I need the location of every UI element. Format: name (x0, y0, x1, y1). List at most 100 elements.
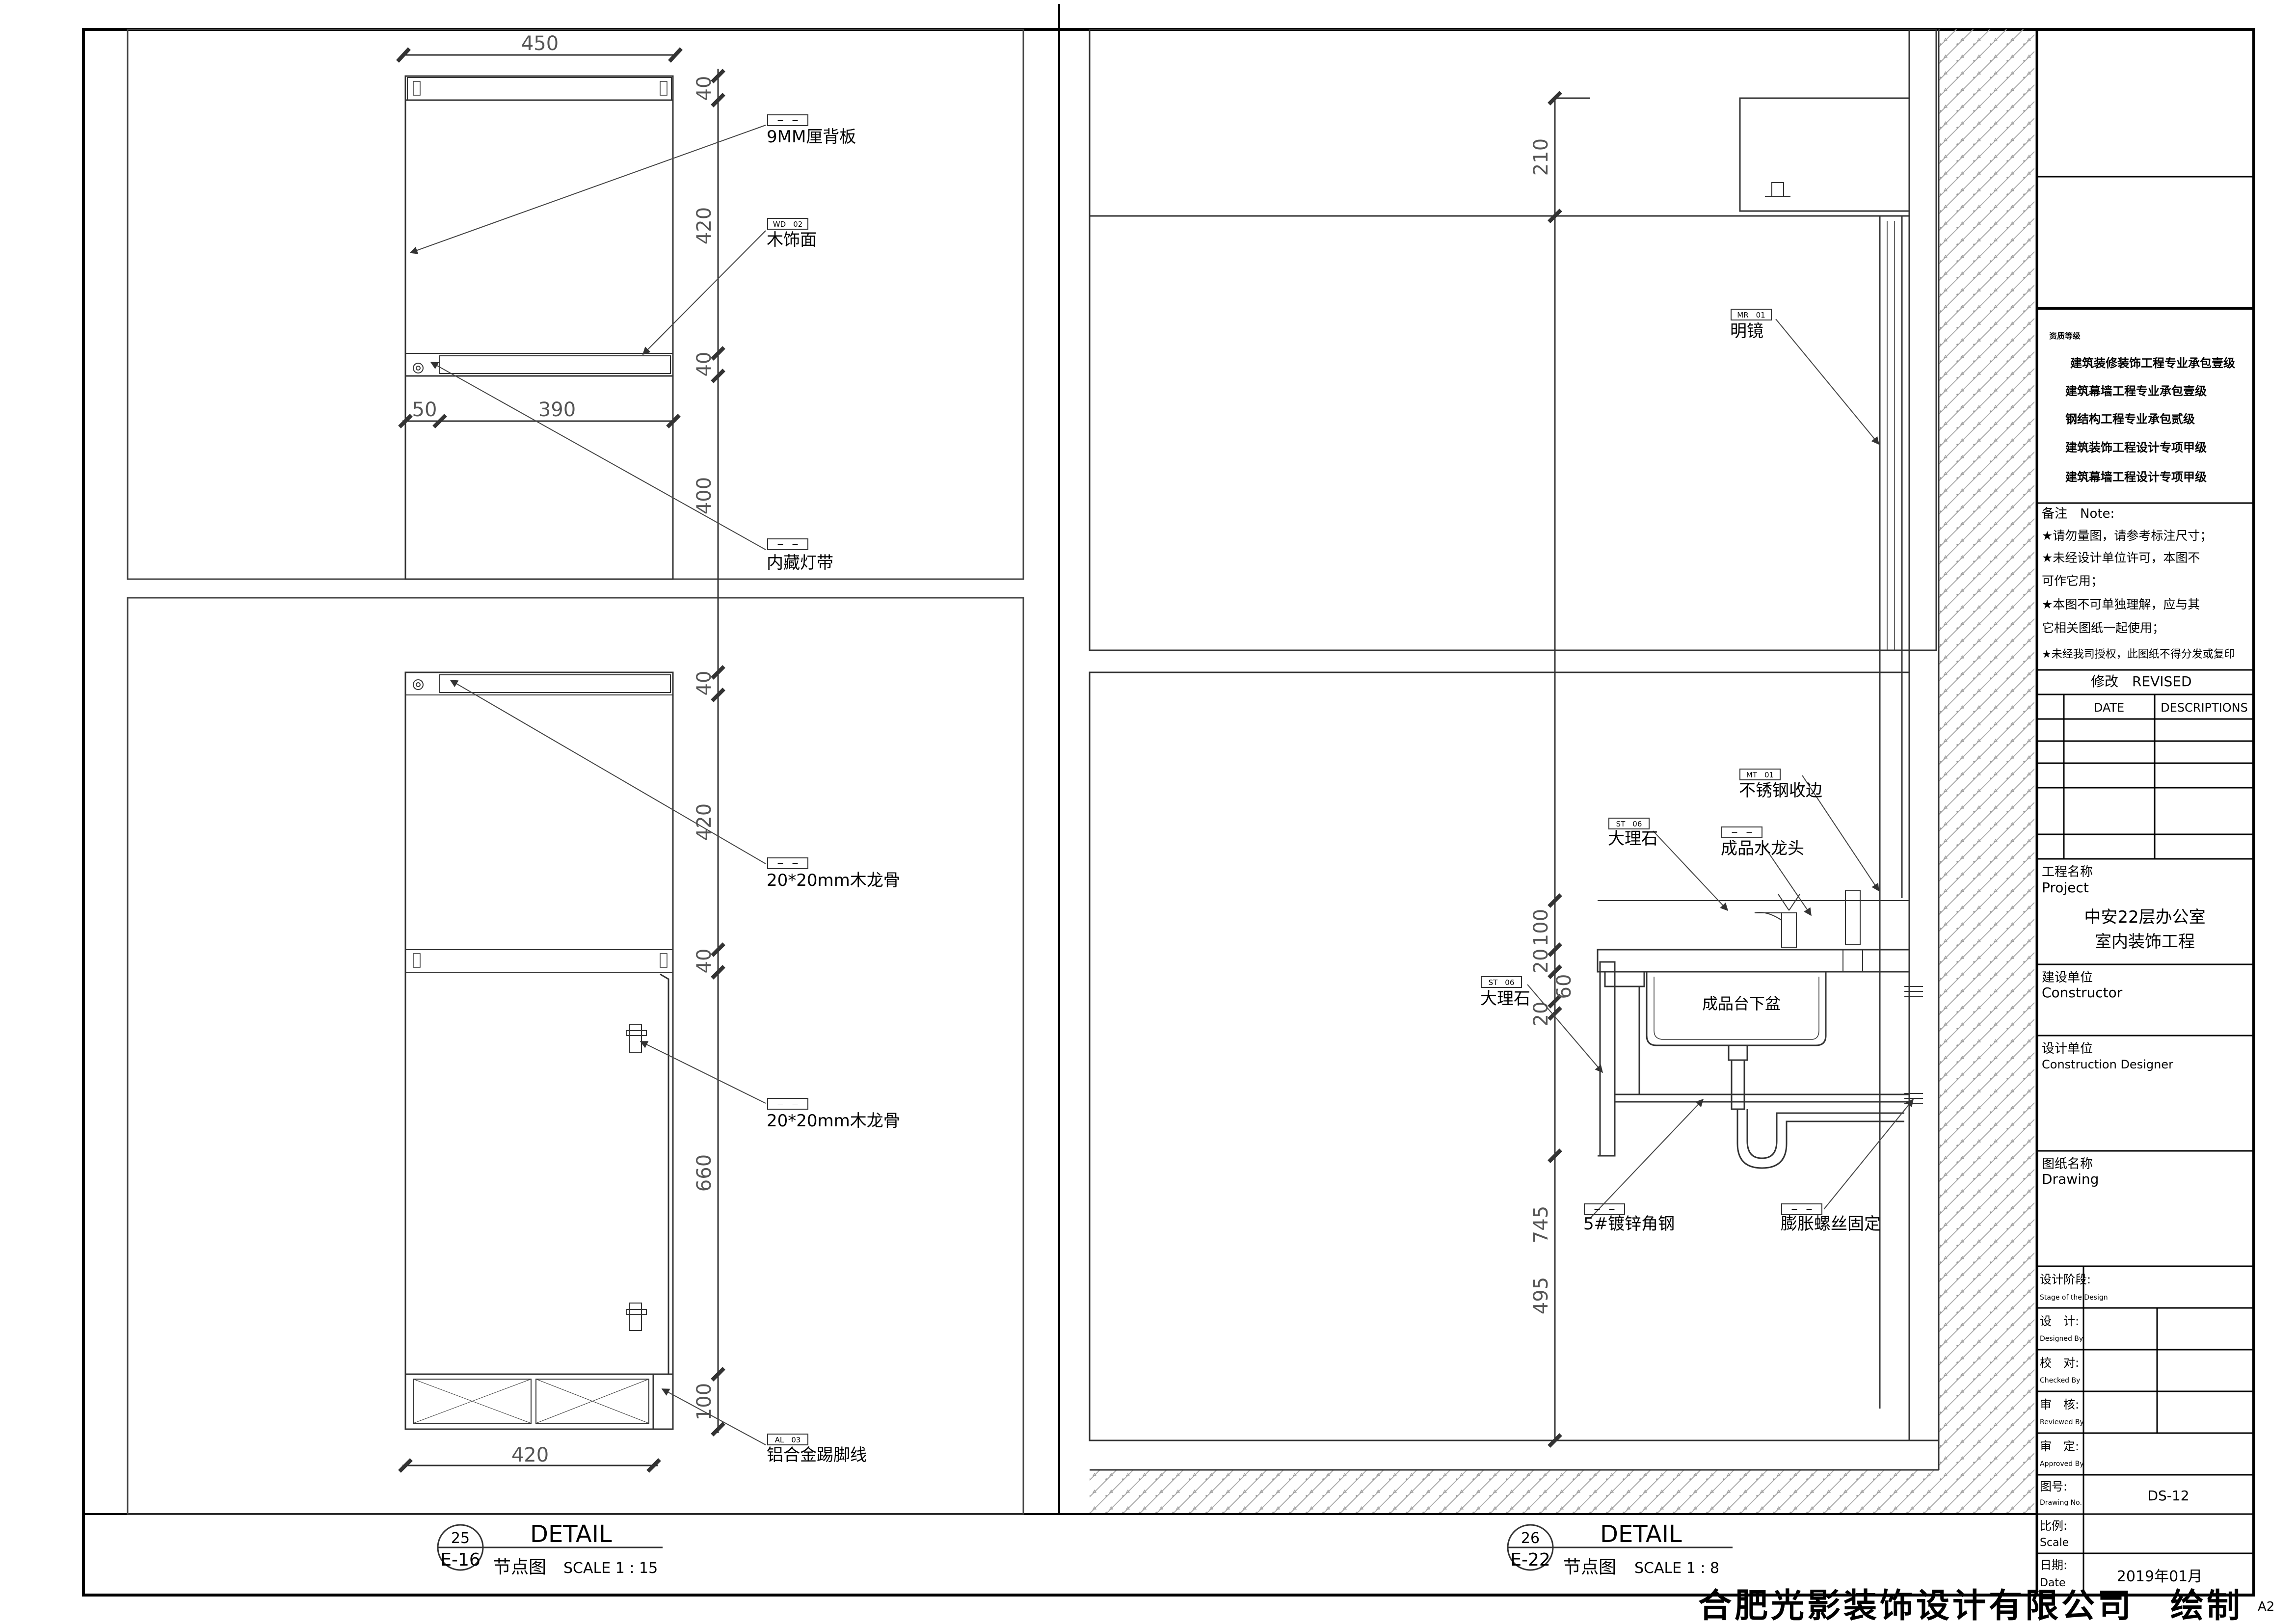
callout-code: － － (776, 116, 799, 125)
dim-420-a: 420 (693, 207, 716, 244)
dim-40-a: 40 (693, 76, 716, 101)
dim-210: 210 (1530, 138, 1552, 176)
note-4: ★本图不可单独理解，应与其 (2042, 597, 2200, 612)
dim-390: 390 (538, 399, 576, 421)
dim-495: 495 (1530, 1277, 1552, 1314)
callout-marble-top: ST 06 大理石 (1608, 818, 1658, 849)
detail-sheet-ref: E-16 (440, 1550, 481, 1570)
callout-text: 大理石 (1608, 829, 1658, 849)
callout-code: － － (1731, 828, 1753, 837)
callout-text: 9MM厘背板 (767, 127, 856, 147)
paper-size: A2 (2258, 1599, 2274, 1614)
revised-header: 修改 REVISED (2091, 673, 2192, 690)
constructor-label-en: Constructor (2042, 985, 2123, 1001)
stage-label-en: Stage of the Design (2040, 1294, 2108, 1302)
callout-code: ST 06 (1489, 978, 1515, 987)
callout-code: AL 03 (775, 1436, 801, 1444)
approved-label-cn: 审 定: (2040, 1439, 2079, 1453)
callout-aluminum-skirting: AL 03 铝合金踢脚线 (767, 1434, 867, 1465)
dim-100-b: 100 (1530, 909, 1552, 946)
note-6: ★未经我司授权，此图纸不得分发或复印 (2042, 648, 2235, 661)
detail-25-drawing (127, 28, 1024, 1515)
callout-text: 木饰面 (767, 230, 817, 250)
notes: 备注 Note: ★请勿量图，请参考标注尺寸； ★未经设计单位许可，本图不 可作… (2042, 506, 2235, 661)
note-2: ★未经设计单位许可，本图不 (2042, 551, 2200, 565)
callout-text: 不锈钢收边 (1739, 781, 1822, 800)
qualifications: 资质等级 建筑装修装饰工程专业承包壹级 建筑幕墙工程专业承包壹级 钢结构工程专业… (2049, 331, 2235, 484)
qualifications-title: 资质等级 (2049, 331, 2081, 341)
detail-subtitle: 节点图 (493, 1557, 546, 1577)
callout-hidden-light-strip: － － 内藏灯带 (767, 538, 833, 573)
qualification-5: 建筑幕墙工程设计专项甲级 (2065, 470, 2207, 484)
callout-code: － － (1593, 1205, 1615, 1214)
callout-code: MT 01 (1746, 771, 1774, 779)
detail-26-leaders (1527, 319, 1914, 1219)
checked-label-cn: 校 对: (2040, 1356, 2079, 1370)
callout-code: － － (776, 540, 799, 549)
callout-text: 内藏灯带 (767, 553, 833, 573)
drawing-no-label-en: Drawing No. (2040, 1499, 2082, 1507)
date-label-en: Date (2040, 1577, 2066, 1589)
detail-26-callouts: MR 01 明镜 MT 01 不锈钢收边 ST 06 大理石 － － 成品水龙头… (1480, 309, 1881, 1234)
detail-26-dimensions (1548, 91, 1590, 1448)
drawing-number: DS-12 (2147, 1488, 2189, 1504)
project-label-en: Project (2042, 879, 2089, 896)
callout-back-panel: － － 9MM厘背板 (767, 114, 856, 147)
project-name-line2: 室内装饰工程 (2095, 932, 2195, 952)
dim-400: 400 (693, 477, 716, 514)
checked-label-en: Checked By (2040, 1377, 2080, 1384)
dim-40-d: 40 (693, 949, 716, 974)
dim-40-c: 40 (693, 671, 716, 696)
qualification-2: 建筑幕墙工程专业承包壹级 (2065, 384, 2207, 398)
callout-wood-keel-1: － － 20*20mm木龙骨 (767, 857, 900, 890)
stage-label-cn: 设计阶段: (2040, 1273, 2091, 1286)
callout-text: 膨胀螺丝固定 (1781, 1214, 1881, 1234)
sink-label: 成品台下盆 (1702, 994, 1781, 1013)
dim-745: 745 (1530, 1206, 1552, 1243)
project-name-line1: 中安22层办公室 (2084, 907, 2205, 927)
detail-title: DETAIL (530, 1520, 612, 1548)
callout-code: － － (1790, 1205, 1813, 1214)
callout-text: 大理石 (1480, 989, 1530, 1009)
constructor-label-cn: 建设单位 (2042, 970, 2093, 985)
dim-50: 50 (412, 399, 437, 421)
callout-text: 20*20mm木龙骨 (767, 1111, 900, 1131)
qualification-3: 钢结构工程专业承包贰级 (2065, 412, 2195, 426)
callout-code: － － (776, 859, 799, 868)
detail-subtitle: 节点图 (1563, 1557, 1616, 1577)
descriptions-column-header: DESCRIPTIONS (2161, 701, 2248, 715)
detail-26-dim-labels: 210 100 20 60 20 745 495 (1530, 138, 1575, 1314)
dim-420-bottom: 420 (511, 1444, 549, 1466)
dim-420-b: 420 (693, 803, 716, 841)
date-column-header: DATE (2094, 701, 2124, 715)
detail-scale: SCALE 1 : 8 (1634, 1560, 1719, 1577)
dim-20-b: 20 (1530, 1002, 1552, 1027)
callout-expansion-bolt: － － 膨胀螺丝固定 (1781, 1203, 1881, 1234)
qualification-1: 建筑装修装饰工程专业承包壹级 (2070, 356, 2235, 370)
drawing-label-cn: 图纸名称 (2042, 1157, 2093, 1171)
callout-text: 20*20mm木龙骨 (767, 871, 900, 890)
dim-20-a: 20 (1530, 949, 1552, 974)
callout-wood-keel-2: － － 20*20mm木龙骨 (767, 1098, 900, 1131)
callout-code: MR 01 (1737, 311, 1765, 319)
drawing-no-label-cn: 图号: (2040, 1480, 2067, 1493)
scale-label-en: Scale (2040, 1537, 2069, 1549)
footer-company: 合肥光影装饰设计有限公司 绘制 (1698, 1587, 2243, 1624)
callout-mirror: MR 01 明镜 (1730, 309, 1772, 341)
callout-angle-steel: － － 5#镀锌角钢 (1583, 1203, 1675, 1234)
callout-text: 明镜 (1730, 321, 1763, 341)
designed-label-en: Designed By (2040, 1335, 2083, 1343)
qualification-4: 建筑装饰工程设计专项甲级 (2065, 441, 2207, 454)
detail-25-callouts: － － 9MM厘背板 WD 02 木饰面 － － 内藏灯带 － － 20*20m… (767, 114, 900, 1465)
detail-title: DETAIL (1600, 1520, 1682, 1548)
detail-number: 26 (1521, 1530, 1540, 1547)
detail-sheet-ref: E-22 (1510, 1550, 1550, 1570)
drawing-label-en: Drawing (2042, 1171, 2099, 1187)
date-label-cn: 日期: (2040, 1558, 2067, 1572)
dim-40-b: 40 (693, 352, 716, 377)
callout-wood-veneer: WD 02 木饰面 (767, 218, 817, 250)
project-label-cn: 工程名称 (2042, 865, 2093, 879)
dim-60: 60 (1553, 974, 1575, 999)
callout-faucet: － － 成品水龙头 (1721, 826, 1804, 858)
